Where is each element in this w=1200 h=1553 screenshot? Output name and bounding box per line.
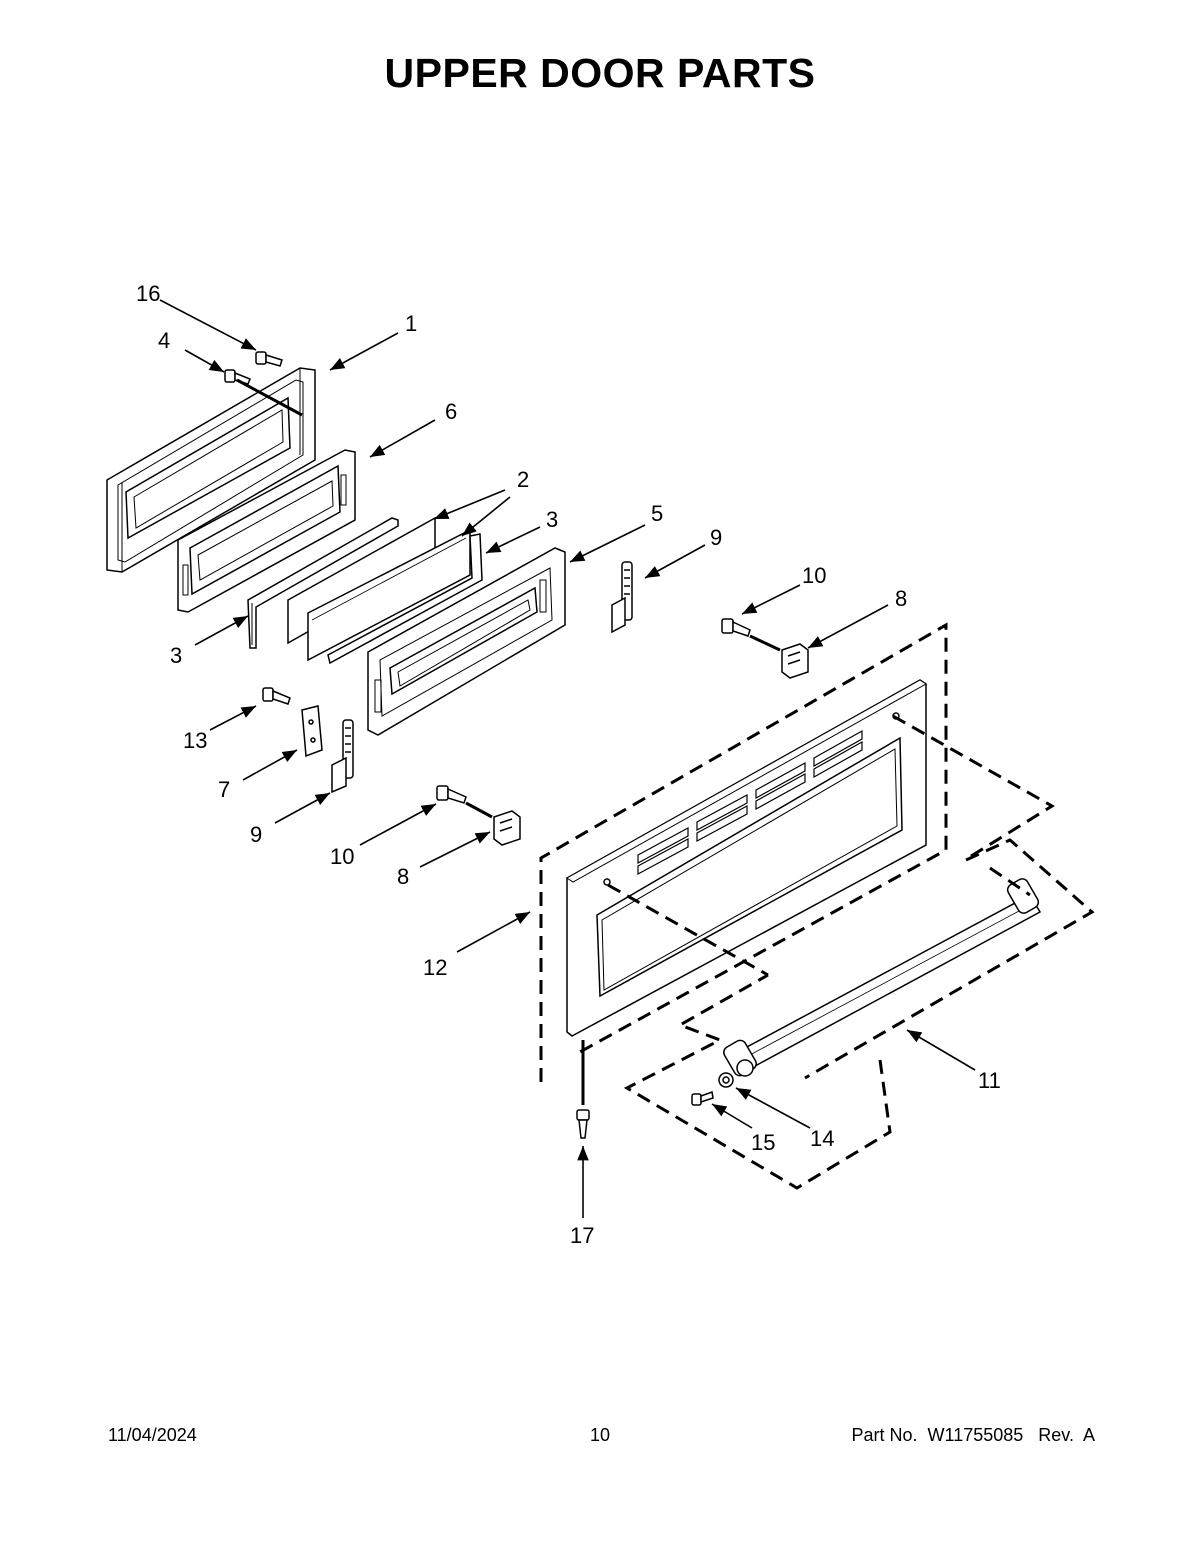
arrow-6 (369, 419, 436, 458)
inner-glass-frame (177, 449, 356, 613)
callout-3-left: 3 (170, 643, 182, 668)
callout-8-right: 8 (895, 586, 907, 611)
callout-9-right: 9 (710, 525, 722, 550)
callout-9-left: 9 (250, 822, 262, 847)
callout-3-right: 3 (546, 507, 558, 532)
arrow-12 (456, 911, 531, 953)
arrow-3a (194, 615, 249, 646)
outer-door-panel (566, 679, 927, 1037)
door-screw-17 (576, 1109, 590, 1139)
footer-part-number: Part No. W11755085 Rev. A (851, 1425, 1095, 1445)
arrow-2b (461, 496, 511, 537)
footer-date: 11/04/2024 (108, 1425, 197, 1445)
callout-10-left: 10 (330, 844, 354, 869)
assembly-lines-solid (236, 378, 781, 1105)
handle-screw (691, 1090, 714, 1106)
callout-14: 14 (810, 1126, 834, 1151)
callout-6: 6 (445, 399, 457, 424)
glass-retainer-left (247, 517, 399, 649)
callout-15: 15 (751, 1130, 775, 1155)
footer-page-number: 10 (589, 1425, 611, 1445)
arrow-1 (329, 332, 399, 371)
arrow-10a (741, 584, 801, 615)
callout-17: 17 (570, 1223, 594, 1248)
callout-13: 13 (183, 728, 207, 753)
bracket-8-right (781, 643, 809, 679)
callout-12: 12 (423, 955, 447, 980)
arrow-7 (242, 749, 298, 781)
arrow-8a (807, 604, 889, 649)
arrow-4 (184, 349, 225, 373)
arrow-14 (735, 1087, 811, 1129)
door-handle (723, 878, 1042, 1077)
hinge-right (611, 561, 633, 634)
assembly-outline-dashes (539, 622, 1095, 1190)
bracket-8-left (493, 810, 521, 846)
arrow-13 (209, 705, 257, 731)
callout-arrows (159, 299, 976, 1218)
callout-11: 11 (978, 1068, 1001, 1093)
glass-retainer-right (327, 533, 483, 665)
glass-panels (287, 516, 471, 662)
arrow-9a (644, 544, 706, 579)
callout-7: 7 (218, 777, 230, 802)
callout-4: 4 (158, 328, 170, 353)
callout-labels: 16 4 1 6 2 3 5 9 10 8 3 13 7 9 10 8 12 1… (136, 281, 1001, 1248)
arrow-2a (433, 489, 506, 520)
screw-13 (262, 687, 291, 705)
arrow-8b (419, 831, 491, 868)
arrow-16 (159, 299, 257, 351)
callout-8-left: 8 (397, 864, 409, 889)
screw-10-right (721, 618, 751, 637)
door-frame (367, 547, 566, 736)
page-title: UPPER DOOR PARTS (384, 50, 816, 96)
handle-washer (718, 1072, 734, 1088)
arrow-3b (485, 526, 541, 554)
hinge-left (331, 719, 354, 794)
arrow-15 (711, 1103, 753, 1129)
arrow-10b (359, 803, 437, 846)
callout-10-right: 10 (802, 563, 826, 588)
screw-10-left (436, 785, 467, 804)
arrow-5 (569, 524, 646, 563)
screw-4 (224, 369, 251, 385)
callout-1: 1 (405, 311, 417, 336)
inner-door-liner (106, 367, 316, 573)
callout-2: 2 (517, 467, 529, 492)
hinge-receptacle (301, 705, 323, 758)
arrow-11 (906, 1029, 976, 1071)
screw-16 (255, 351, 283, 367)
callout-16: 16 (136, 281, 160, 306)
callout-5: 5 (651, 501, 663, 526)
arrow-9b (274, 792, 331, 824)
